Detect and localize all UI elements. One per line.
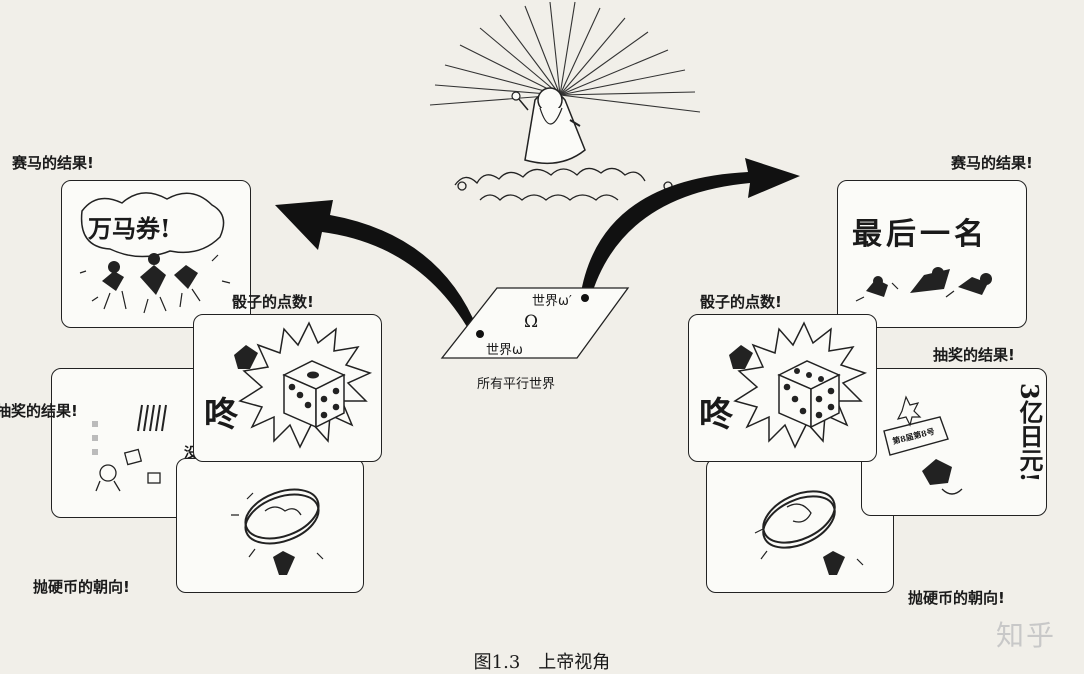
watermark: 知乎 [995, 619, 1056, 652]
right-dice-label: 骰子的点数! [700, 293, 782, 311]
right-lottery-label: 抽奖的结果! [933, 346, 1015, 364]
right-dice-sound: 咚 [699, 395, 733, 435]
left-lottery-label: 抽奖的结果! [0, 402, 78, 420]
figure-caption: 图1.3 上帝视角 [473, 652, 611, 673]
god-figure [429, 1, 701, 201]
parallel-worlds-caption: 所有平行世界 [477, 377, 556, 392]
left-coin-card [176, 458, 364, 593]
right-coin-card [706, 458, 894, 593]
right-arrow [580, 158, 800, 300]
parallel-worlds-plane [440, 287, 630, 359]
right-horse-card-text: 最后一名 [852, 217, 988, 252]
left-dice-sound: 咚 [204, 395, 238, 435]
right-lottery-amount: 3亿日元! [1015, 383, 1044, 483]
right-horse-card: 最后一名 [837, 180, 1027, 328]
right-coin-label: 抛硬币的朝向! [908, 589, 1005, 607]
world-omega-dot [476, 330, 484, 338]
right-dice-card: 咚 [688, 314, 877, 462]
left-horse-card: 万马券! [61, 180, 251, 328]
left-coin-label: 抛硬币的朝向! [33, 578, 130, 596]
right-horse-label: 赛马的结果! [951, 154, 1033, 172]
omega-symbol: Ω [524, 312, 539, 332]
left-dice-label: 骰子的点数! [232, 293, 314, 311]
world-omega-prime-dot [581, 294, 589, 302]
right-lottery-card: 3亿日元! 第8届第8号 [861, 368, 1047, 516]
left-horse-label: 赛马的结果! [12, 154, 94, 172]
left-arrow [275, 200, 478, 332]
left-dice-card: 咚 [193, 314, 382, 462]
world-omega-label: 世界ω [486, 343, 523, 358]
world-omega-prime-label: 世界ω′ [532, 294, 572, 309]
left-horse-card-text: 万马券! [88, 214, 171, 243]
